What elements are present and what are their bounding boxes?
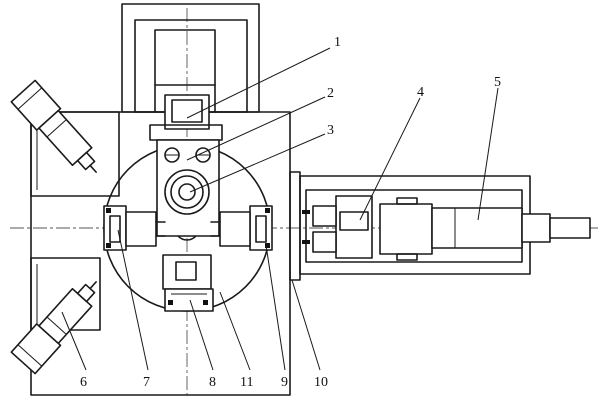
callout-9: 9 bbox=[281, 375, 288, 390]
left-clamp bbox=[103, 205, 166, 251]
callout-labels: 1 2 3 4 5 6 7 8 11 9 10 bbox=[80, 35, 501, 390]
leader-lines bbox=[61, 47, 499, 371]
callout-1: 1 bbox=[334, 35, 341, 50]
callout-4: 4 bbox=[417, 85, 424, 100]
bottom-clamp bbox=[162, 254, 214, 312]
centerlines bbox=[10, 8, 598, 395]
callout-8: 8 bbox=[209, 375, 216, 390]
callout-10: 10 bbox=[314, 375, 328, 390]
callout-3: 3 bbox=[327, 123, 334, 138]
right-cylinder-assembly bbox=[289, 171, 591, 281]
callout-7: 7 bbox=[143, 375, 150, 390]
right-clamp bbox=[210, 205, 273, 251]
callout-2: 2 bbox=[327, 86, 334, 101]
upper-fixture bbox=[149, 94, 223, 237]
upper-left-spindle bbox=[10, 79, 97, 173]
lower-left-spindle bbox=[10, 281, 97, 375]
callout-6: 6 bbox=[80, 375, 87, 390]
callout-5: 5 bbox=[494, 75, 501, 90]
callout-11: 11 bbox=[240, 375, 253, 390]
